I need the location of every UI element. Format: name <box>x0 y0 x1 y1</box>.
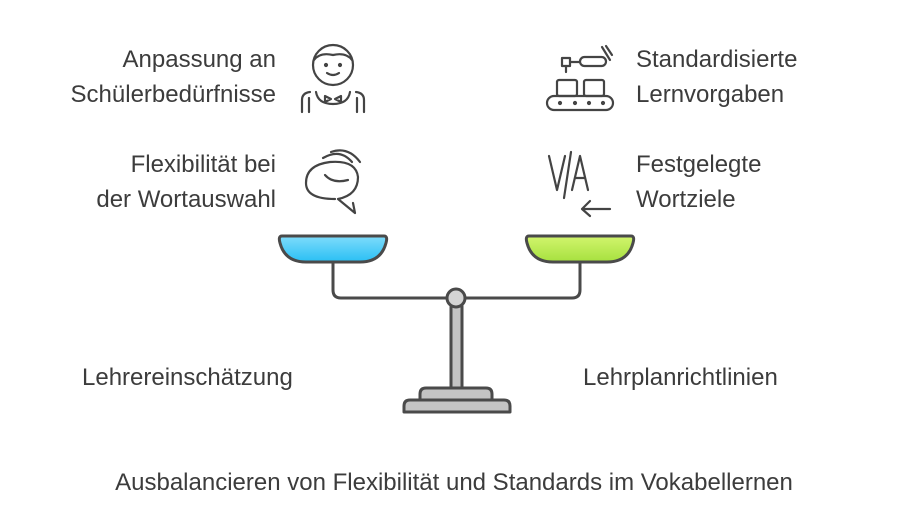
left-item-2-line2: der Wortauswahl <box>96 186 276 213</box>
vocabulary-translation-icon <box>547 150 612 218</box>
diagram-caption: Ausbalancieren von Flexibilität und Stan… <box>115 469 793 496</box>
right-item-1-line2: Lernvorgaben <box>636 81 785 108</box>
right-item-2-line1: Festgelegte <box>636 151 762 178</box>
left-item-1-line1: Anpassung an <box>122 46 276 73</box>
right-pan <box>524 234 636 264</box>
left-item-1-line2: Schülerbedürfnisse <box>70 81 276 108</box>
left-side-title: Lehrereinschätzung <box>82 364 293 391</box>
scale-base-bottom <box>402 398 512 414</box>
conveyor-belt-icon <box>545 44 615 112</box>
scale-post <box>449 304 464 392</box>
left-item-2-line1: Flexibilität bei <box>130 151 276 178</box>
right-item-2-line2: Wortziele <box>636 186 736 213</box>
pivot <box>445 287 467 309</box>
right-side-title: Lehrplanrichtlinien <box>583 364 778 391</box>
right-item-1-line1: Standardisierte <box>636 46 798 73</box>
speech-bubbles-icon <box>304 149 362 215</box>
left-pan <box>277 234 389 264</box>
scale-base-top <box>418 386 494 402</box>
teacher-icon <box>300 43 366 114</box>
